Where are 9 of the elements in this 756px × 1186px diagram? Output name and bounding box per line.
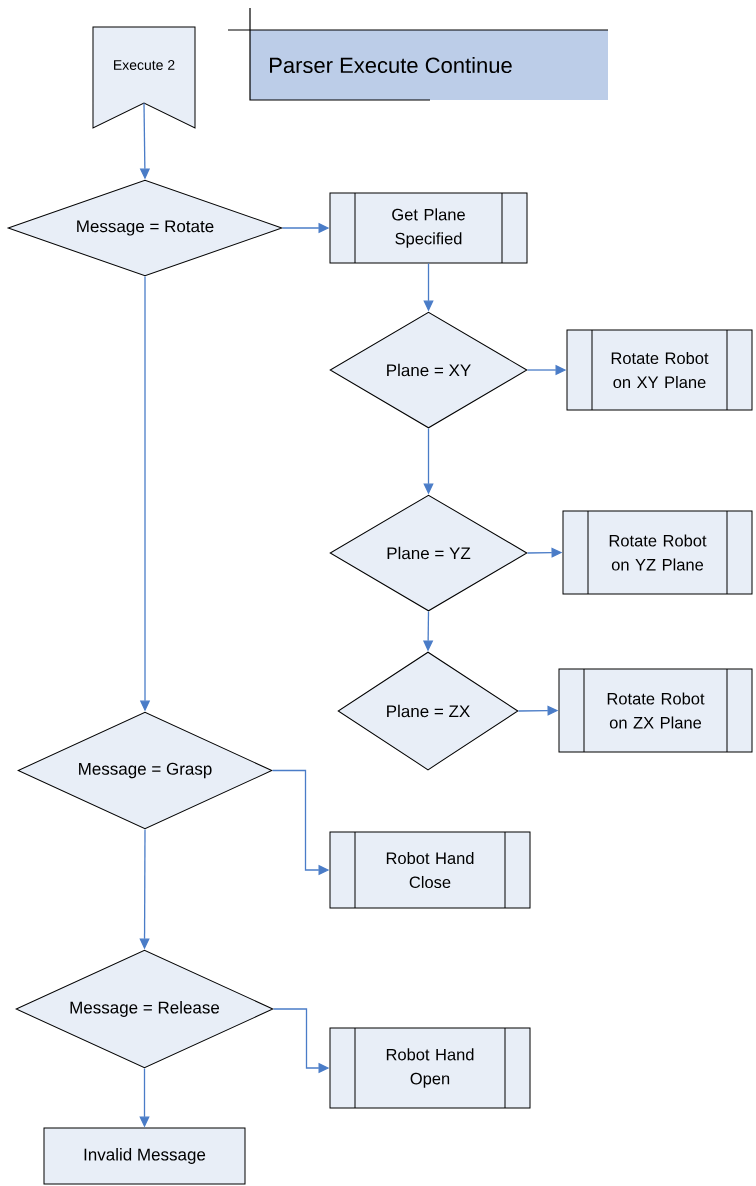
subprocess-box: Get Plane Specified: [329, 192, 528, 264]
subprocess-box: Robot Hand Close: [329, 831, 531, 909]
subprocess-box: Robot Hand Open: [329, 1027, 531, 1109]
subprocess-box: Rotate Robot on YZ Plane: [562, 510, 753, 595]
process-box: Invalid Message: [43, 1127, 246, 1185]
subprocess-box: Rotate Robot on ZX Plane: [558, 668, 753, 753]
title-banner: Parser Execute Continue: [227, 7, 609, 101]
subprocess-box: Rotate Robot on XY Plane: [566, 329, 753, 411]
off-page-connector: Execute 2: [92, 26, 196, 129]
